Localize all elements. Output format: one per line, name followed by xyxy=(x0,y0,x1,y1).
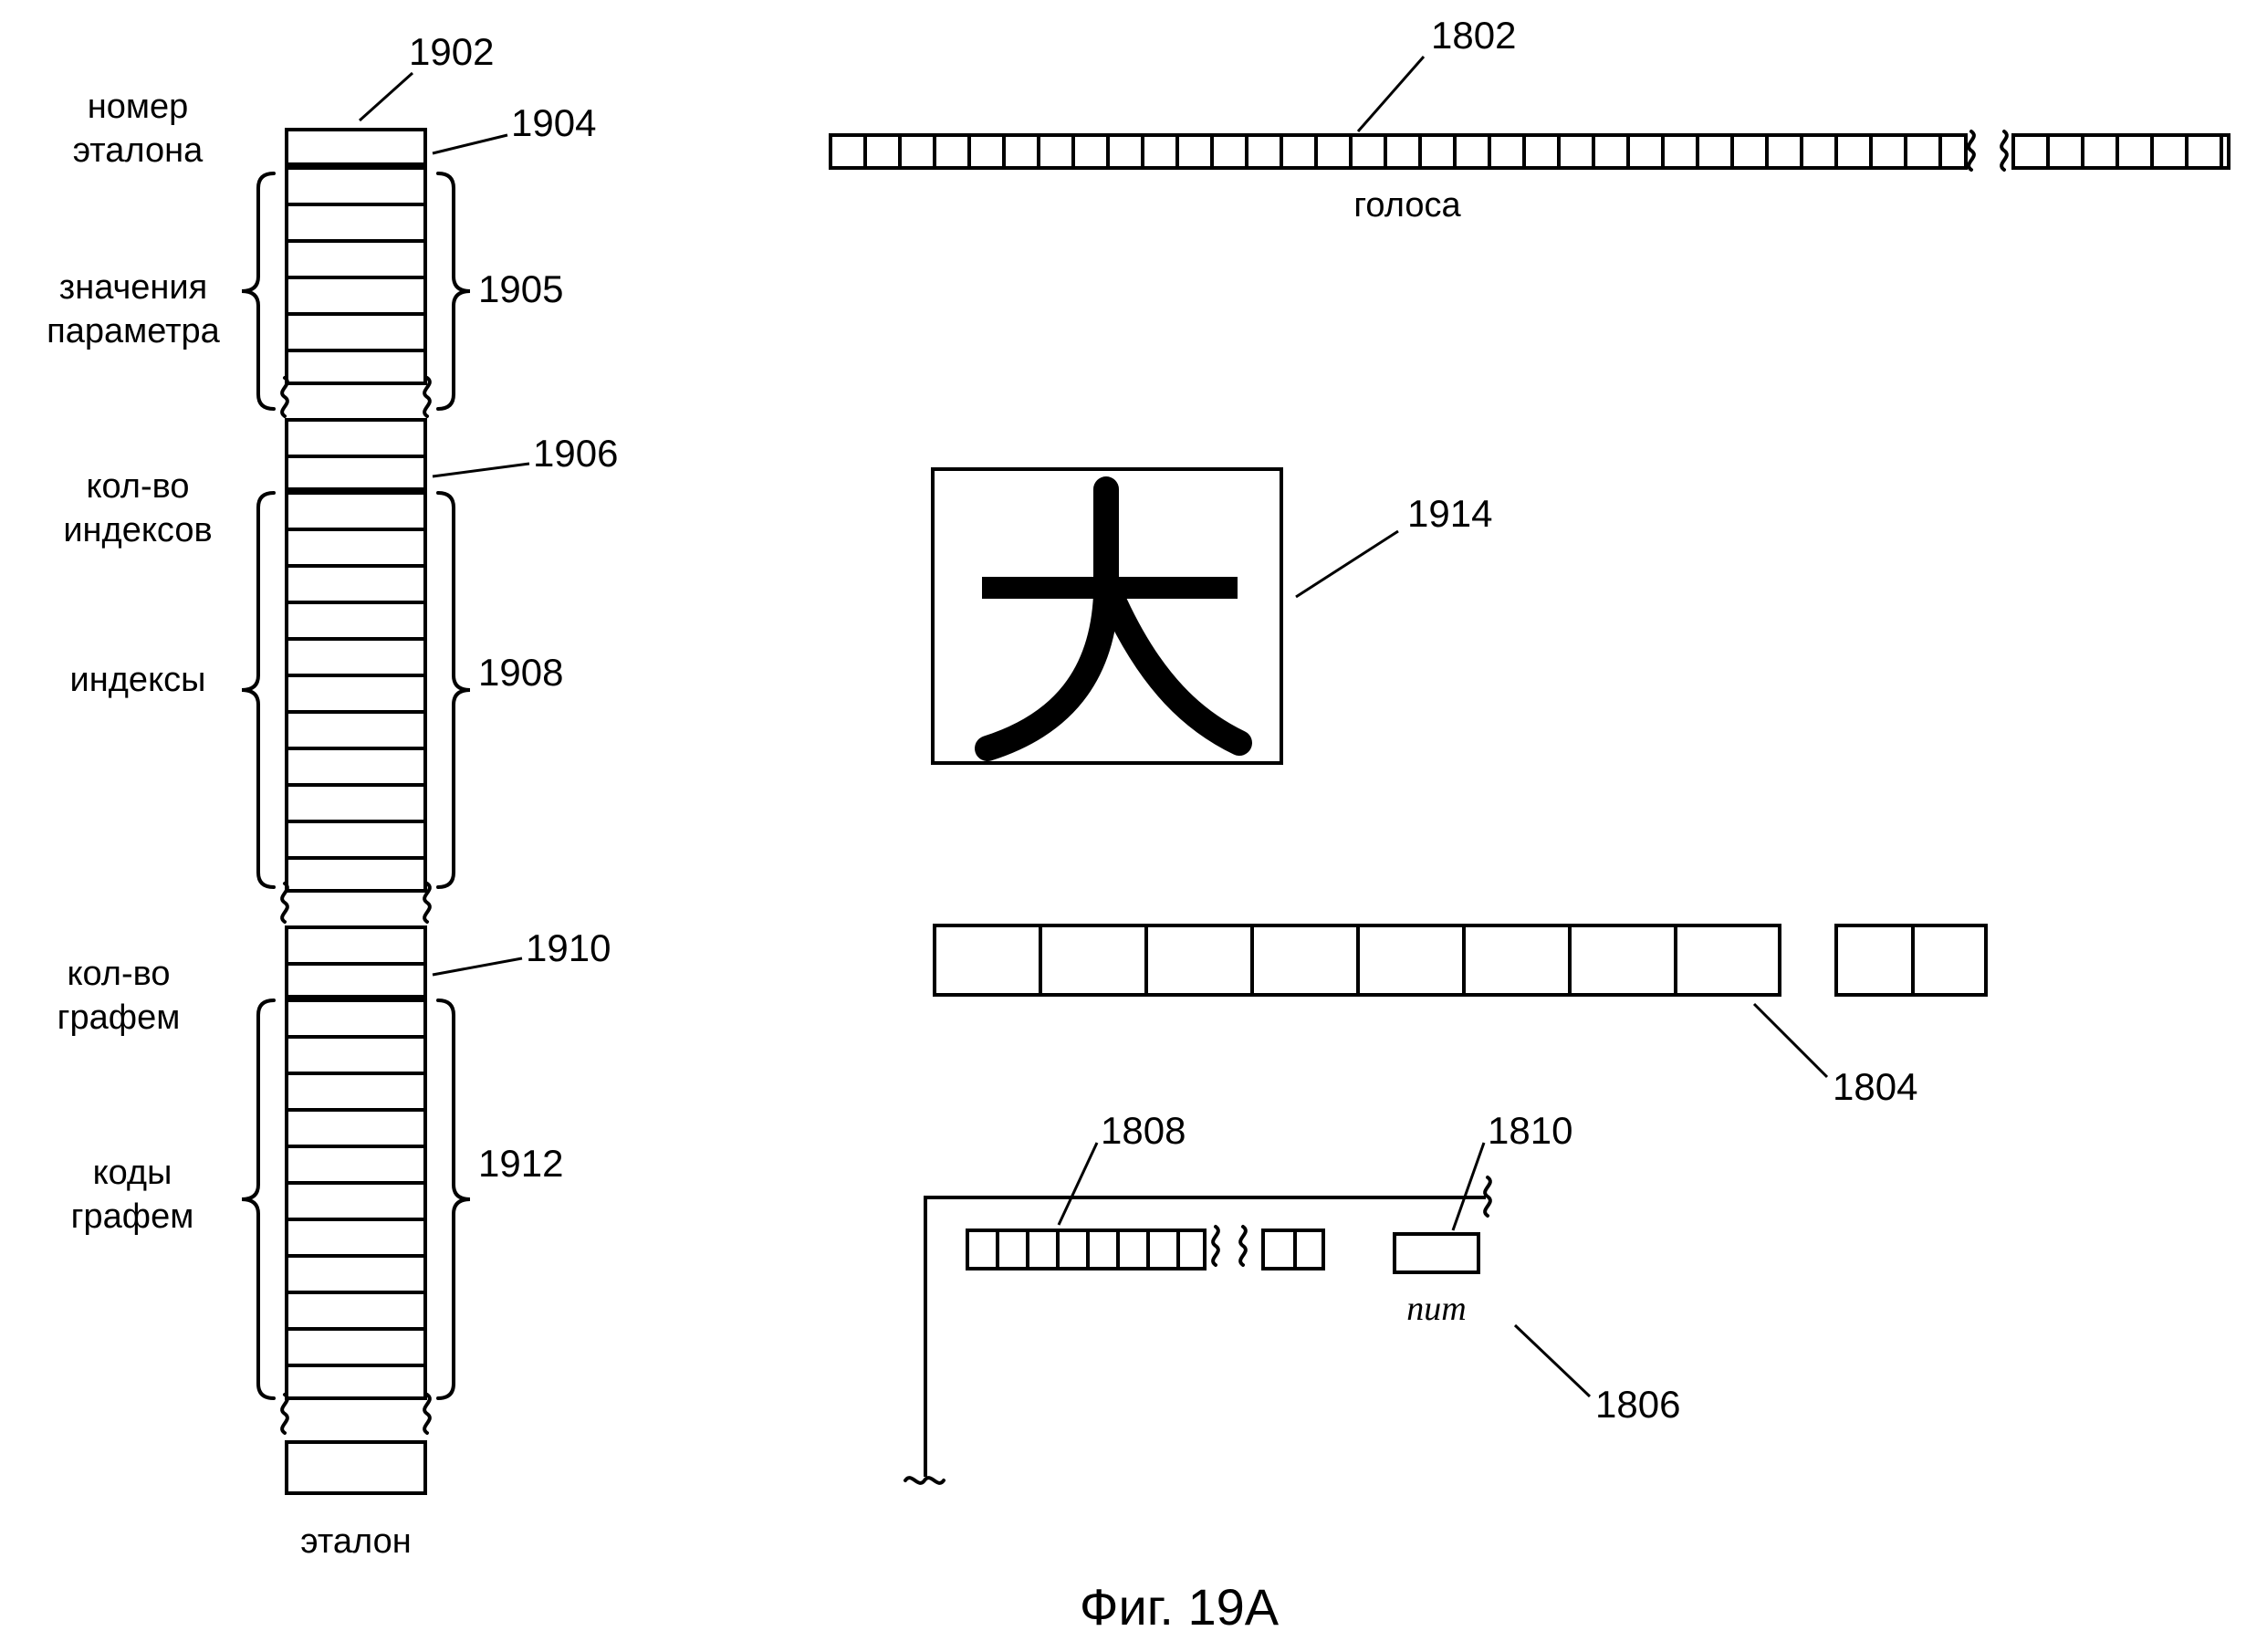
callout-1806: 1806 xyxy=(1595,1383,1681,1426)
callout-1906: 1906 xyxy=(533,432,619,475)
brace-left-indices xyxy=(241,491,276,889)
brace-right-1912 xyxy=(436,999,471,1400)
leader-line-1914 xyxy=(1295,529,1399,599)
break-mark xyxy=(1238,1225,1248,1267)
brace-right-1908 xyxy=(436,491,471,889)
break-mark xyxy=(1483,1176,1492,1218)
callout-1910: 1910 xyxy=(526,926,611,969)
break-mark xyxy=(1967,130,1976,172)
cell-row-1804-segment-a xyxy=(933,924,1781,997)
callout-1905: 1905 xyxy=(478,267,564,310)
label-parameter-values: значения параметра xyxy=(47,268,220,350)
num-box-1810 xyxy=(1393,1232,1480,1274)
callout-1914: 1914 xyxy=(1407,492,1493,535)
callout-1804: 1804 xyxy=(1833,1065,1918,1108)
break-mark xyxy=(904,1476,945,1485)
brace-left-parameter-values xyxy=(241,172,276,411)
stack-segment-indices xyxy=(285,491,427,893)
callout-1902: 1902 xyxy=(409,30,495,73)
break-mark xyxy=(423,1393,432,1435)
break-mark xyxy=(1211,1225,1220,1267)
votes-row-segment-a xyxy=(829,133,1968,170)
leader-line-1808 xyxy=(1057,1142,1099,1226)
leader-line-1810 xyxy=(1451,1142,1486,1231)
leader-line-1804 xyxy=(1752,1002,1829,1079)
callout-1810: 1810 xyxy=(1488,1109,1573,1152)
label-grapheme-count: кол-во графем xyxy=(57,955,181,1037)
grapheme-image-box: 大 xyxy=(931,467,1283,765)
leader-line-1904 xyxy=(432,133,508,155)
callout-1908: 1908 xyxy=(478,651,564,694)
label-indices: индексы xyxy=(69,661,206,699)
label-num: num xyxy=(1406,1290,1467,1328)
label-votes: голоса xyxy=(1353,186,1461,225)
brace-right-1905 xyxy=(436,172,471,411)
callout-1912: 1912 xyxy=(478,1142,564,1185)
label-record-number: номер эталона xyxy=(72,88,204,170)
label-grapheme-codes: коды графем xyxy=(70,1154,194,1236)
leader-line-1902 xyxy=(358,71,414,122)
stack-segment-record-number xyxy=(285,128,427,166)
cell-row-1808-segment-b xyxy=(1261,1229,1325,1270)
leader-line-1802 xyxy=(1356,56,1426,132)
brace-left-grapheme-codes xyxy=(241,999,276,1400)
leader-line-1906 xyxy=(432,462,530,478)
leader-line-1806 xyxy=(1513,1323,1592,1398)
callout-1802: 1802 xyxy=(1431,14,1517,57)
stack-segment-tail xyxy=(285,1440,427,1495)
cell-row-1808-segment-a xyxy=(966,1229,1207,1270)
callout-1808: 1808 xyxy=(1101,1109,1186,1152)
stack-segment-grapheme-count xyxy=(285,925,427,999)
callout-1904: 1904 xyxy=(511,101,597,144)
label-template: эталон xyxy=(300,1522,412,1561)
votes-row-segment-b xyxy=(2011,133,2230,170)
stack-segment-parameter-values xyxy=(285,166,427,385)
figure-caption: Фиг. 19А xyxy=(1079,1578,1280,1636)
cell-row-1804-segment-b xyxy=(1834,924,1988,997)
label-index-count: кол-во индексов xyxy=(63,467,213,549)
break-mark xyxy=(2000,130,2009,172)
stack-segment-grapheme-codes xyxy=(285,999,427,1400)
leader-line-1910 xyxy=(432,957,523,977)
stack-segment-index-count xyxy=(285,418,427,491)
break-mark xyxy=(280,1393,289,1435)
